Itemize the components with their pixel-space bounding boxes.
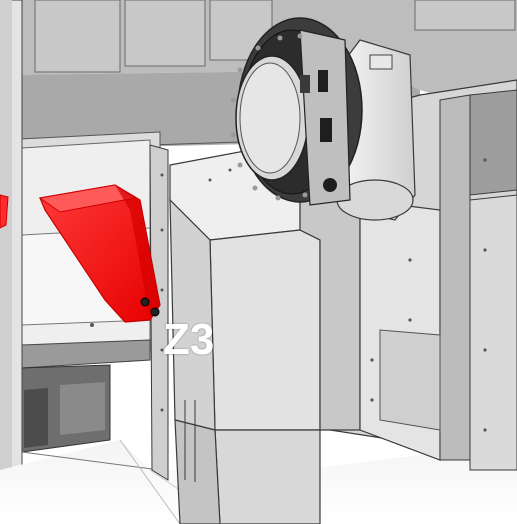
- right-frame: [299, 79, 517, 471]
- axis-label-z3: Z3: [163, 315, 215, 364]
- highlighted-bracket: [0, 184, 161, 323]
- spindle-head: [230, 17, 416, 221]
